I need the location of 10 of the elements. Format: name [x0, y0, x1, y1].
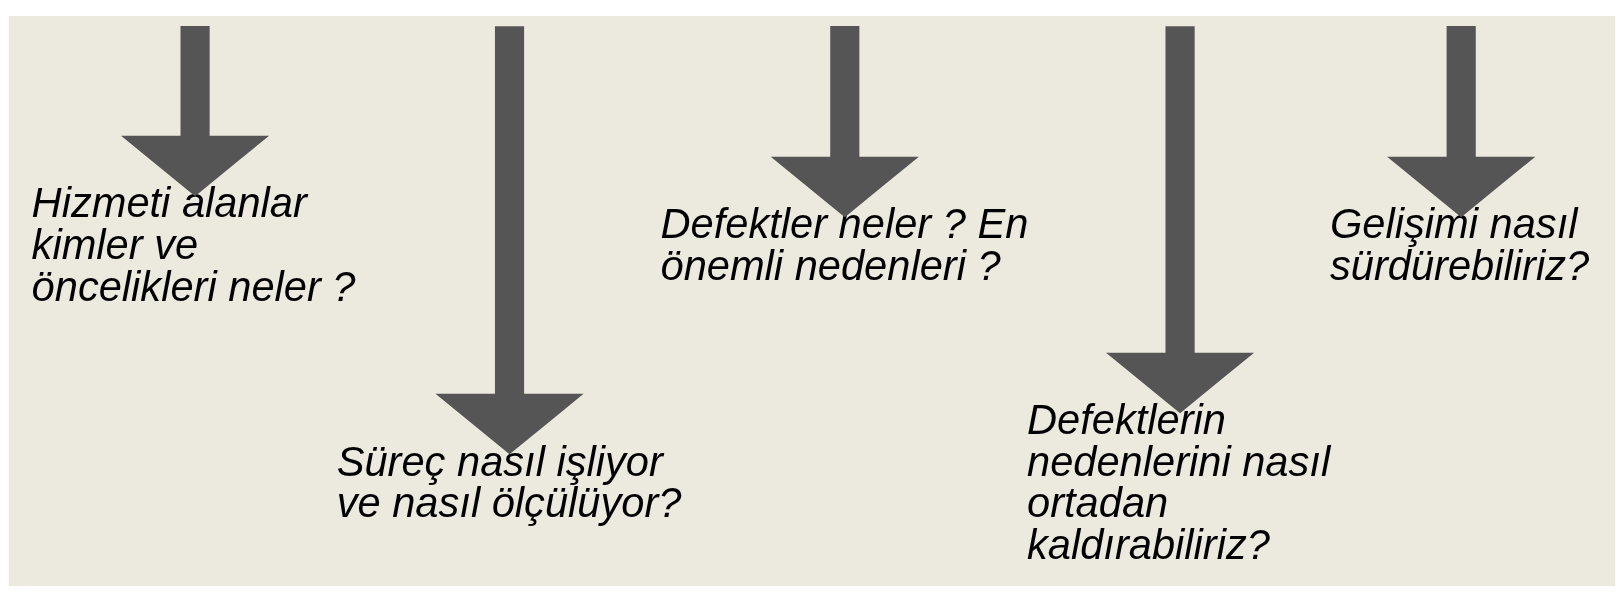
node-text: Gelişimi nasıl sürdürebiliriz? — [1330, 199, 1590, 289]
arrow — [1106, 25, 1255, 413]
arrow — [121, 25, 270, 196]
node-text: Hizmeti alanlar kimler ve öncelikleri neler ? — [31, 178, 356, 310]
node-text: Süreç nasıl işliyor ve nasıl ölçülüyor? — [336, 437, 682, 526]
arrow — [435, 25, 584, 454]
node-text: Defektler neler ? En önemli nedenleri ? — [660, 199, 1029, 289]
node-text: Defektlerin nedenlerini nasıl ortadan kaldırabiliriz? — [1027, 395, 1331, 568]
arrow — [1387, 25, 1536, 217]
arrow — [770, 25, 919, 217]
